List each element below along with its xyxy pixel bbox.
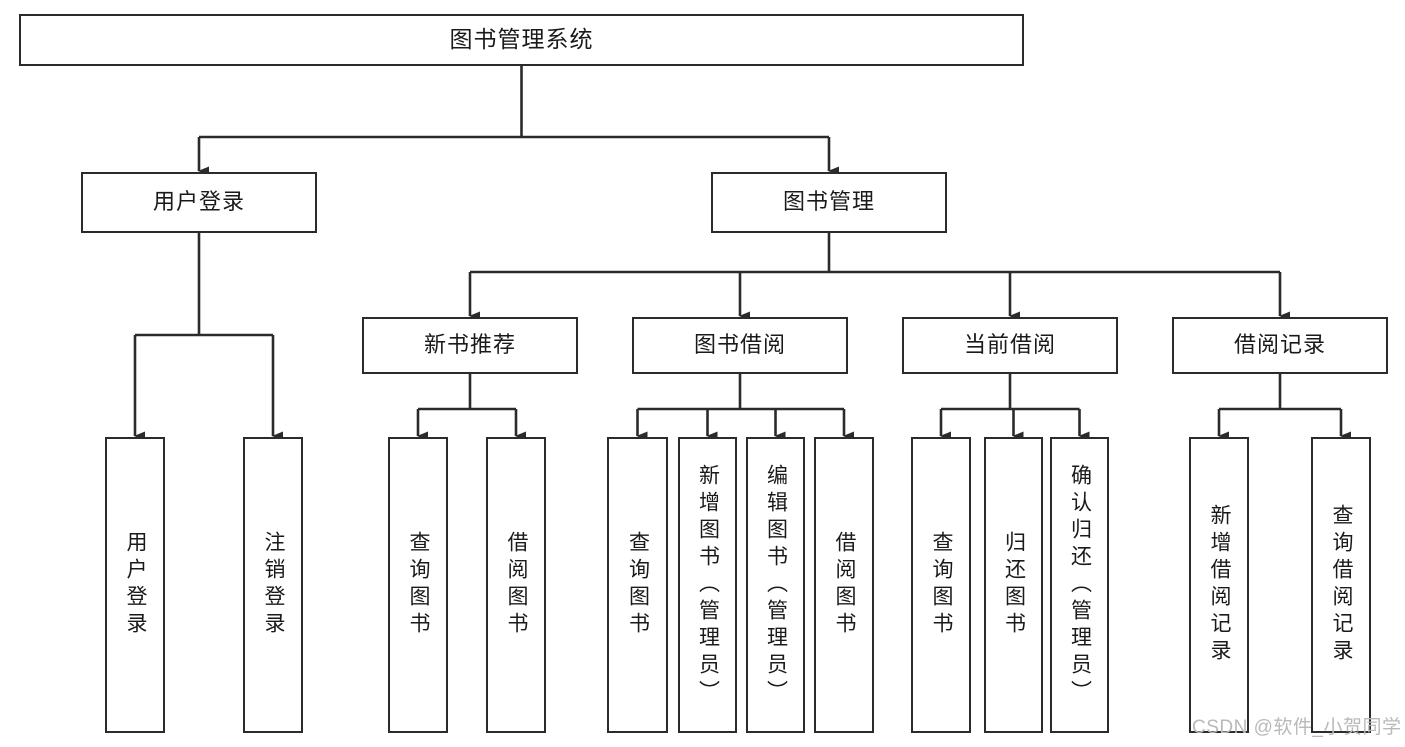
- node-l_logout[interactable]: 注销登录: [243, 437, 303, 733]
- node-l_login[interactable]: 用户登录: [105, 437, 165, 733]
- node-label: 用户登录: [152, 189, 245, 215]
- node-label: 确认归还（管理员）: [1068, 463, 1092, 707]
- node-label: 查询图书: [626, 531, 650, 639]
- node-b_lend[interactable]: 借阅图书: [814, 437, 874, 733]
- node-label: 注销登录: [262, 531, 286, 639]
- node-label: 图书借阅: [693, 332, 786, 358]
- node-label: 查询图书: [930, 531, 954, 639]
- node-c_confirm[interactable]: 确认归还（管理员）: [1050, 437, 1109, 733]
- node-n_borrow[interactable]: 借阅图书: [486, 437, 546, 733]
- node-current[interactable]: 当前借阅: [902, 317, 1118, 374]
- node-b_edit[interactable]: 编辑图书（管理员）: [746, 437, 805, 733]
- node-r_query[interactable]: 查询借阅记录: [1311, 437, 1371, 733]
- node-label: 图书管理系统: [449, 26, 594, 53]
- node-label: 编辑图书（管理员）: [764, 463, 788, 707]
- node-n_query[interactable]: 查询图书: [388, 437, 448, 733]
- watermark-text: CSDN @软件_小贺同学: [1192, 717, 1402, 738]
- node-label: 新增借阅记录: [1208, 504, 1232, 666]
- node-root[interactable]: 图书管理系统: [19, 14, 1024, 66]
- node-label: 查询借阅记录: [1330, 504, 1354, 666]
- node-records[interactable]: 借阅记录: [1172, 317, 1388, 374]
- node-label: 归还图书: [1002, 531, 1026, 639]
- node-r_add[interactable]: 新增借阅记录: [1189, 437, 1249, 733]
- node-b_add[interactable]: 新增图书（管理员）: [678, 437, 737, 733]
- node-label: 借阅图书: [505, 531, 529, 639]
- node-bookmgmt[interactable]: 图书管理: [711, 172, 947, 233]
- node-c_return[interactable]: 归还图书: [984, 437, 1043, 733]
- node-label: 借阅记录: [1233, 332, 1326, 358]
- node-login[interactable]: 用户登录: [81, 172, 317, 233]
- node-label: 查询图书: [407, 531, 431, 639]
- node-label: 新增图书（管理员）: [696, 463, 720, 707]
- node-label: 新书推荐: [423, 332, 516, 358]
- node-label: 借阅图书: [833, 531, 857, 639]
- node-borrow[interactable]: 图书借阅: [632, 317, 848, 374]
- node-label: 当前借阅: [963, 332, 1056, 358]
- node-label: 图书管理: [782, 189, 875, 215]
- node-newbook[interactable]: 新书推荐: [362, 317, 578, 374]
- node-label: 用户登录: [124, 531, 148, 639]
- node-b_query[interactable]: 查询图书: [607, 437, 668, 733]
- node-c_query[interactable]: 查询图书: [911, 437, 971, 733]
